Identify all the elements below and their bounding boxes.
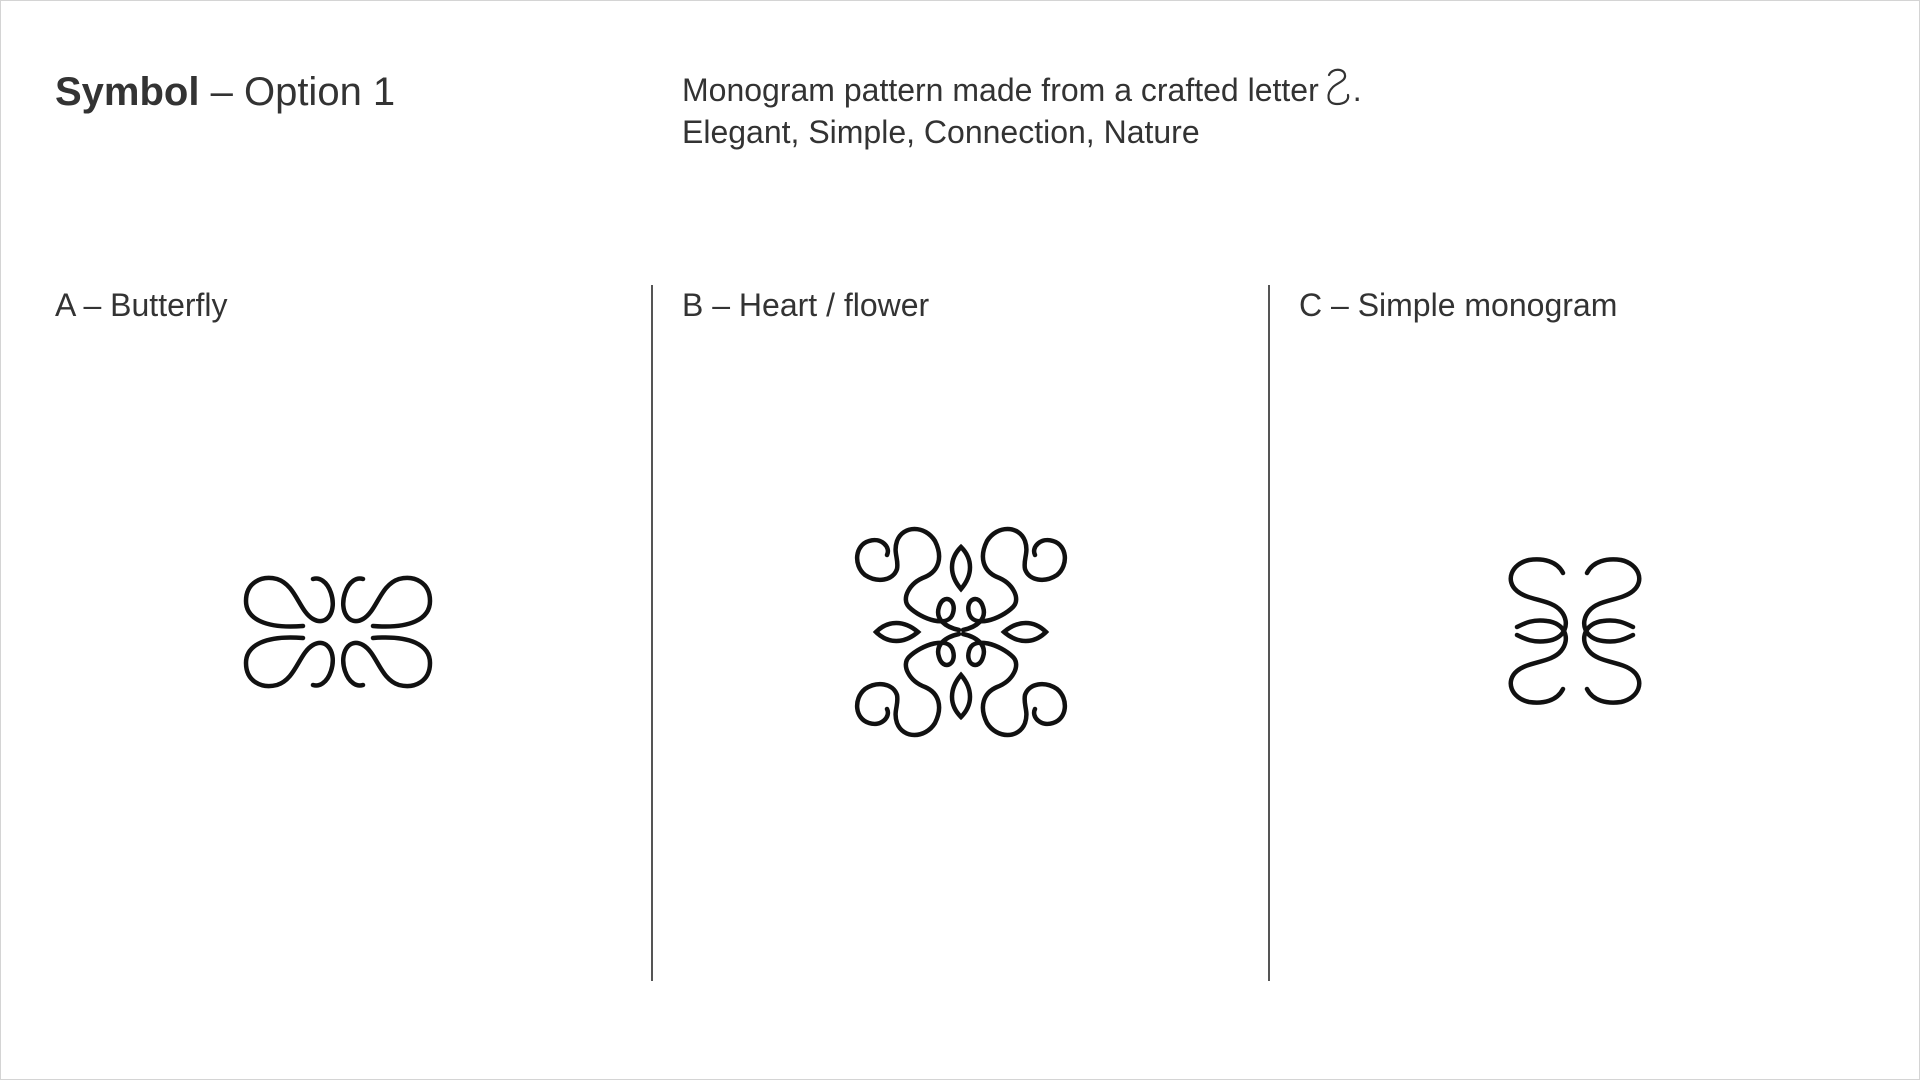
description-line-1-period: . [1352, 72, 1362, 108]
heart-flower-monogram-icon [851, 523, 1071, 741]
page-title: Symbol – Option 1 [55, 67, 395, 117]
option-b-label: B – Heart / flower [682, 287, 930, 323]
title-rest: – Option 1 [199, 70, 396, 114]
crafted-letter-icon [1327, 68, 1349, 106]
description-line-1: Monogram pattern made from a crafted let… [682, 67, 1362, 111]
divider-right [1268, 285, 1270, 981]
description-line-2: Elegant, Simple, Connection, Nature [682, 114, 1200, 150]
description: Monogram pattern made from a crafted let… [682, 67, 1362, 153]
butterfly-monogram-icon [241, 571, 435, 693]
option-a-label: A – Butterfly [55, 287, 228, 323]
divider-left [651, 285, 653, 981]
description-line-1-text: Monogram pattern made from a crafted let… [682, 72, 1319, 108]
option-c-label: C – Simple monogram [1299, 287, 1618, 323]
simple-monogram-icon [1499, 555, 1651, 707]
title-bold: Symbol [55, 70, 200, 114]
